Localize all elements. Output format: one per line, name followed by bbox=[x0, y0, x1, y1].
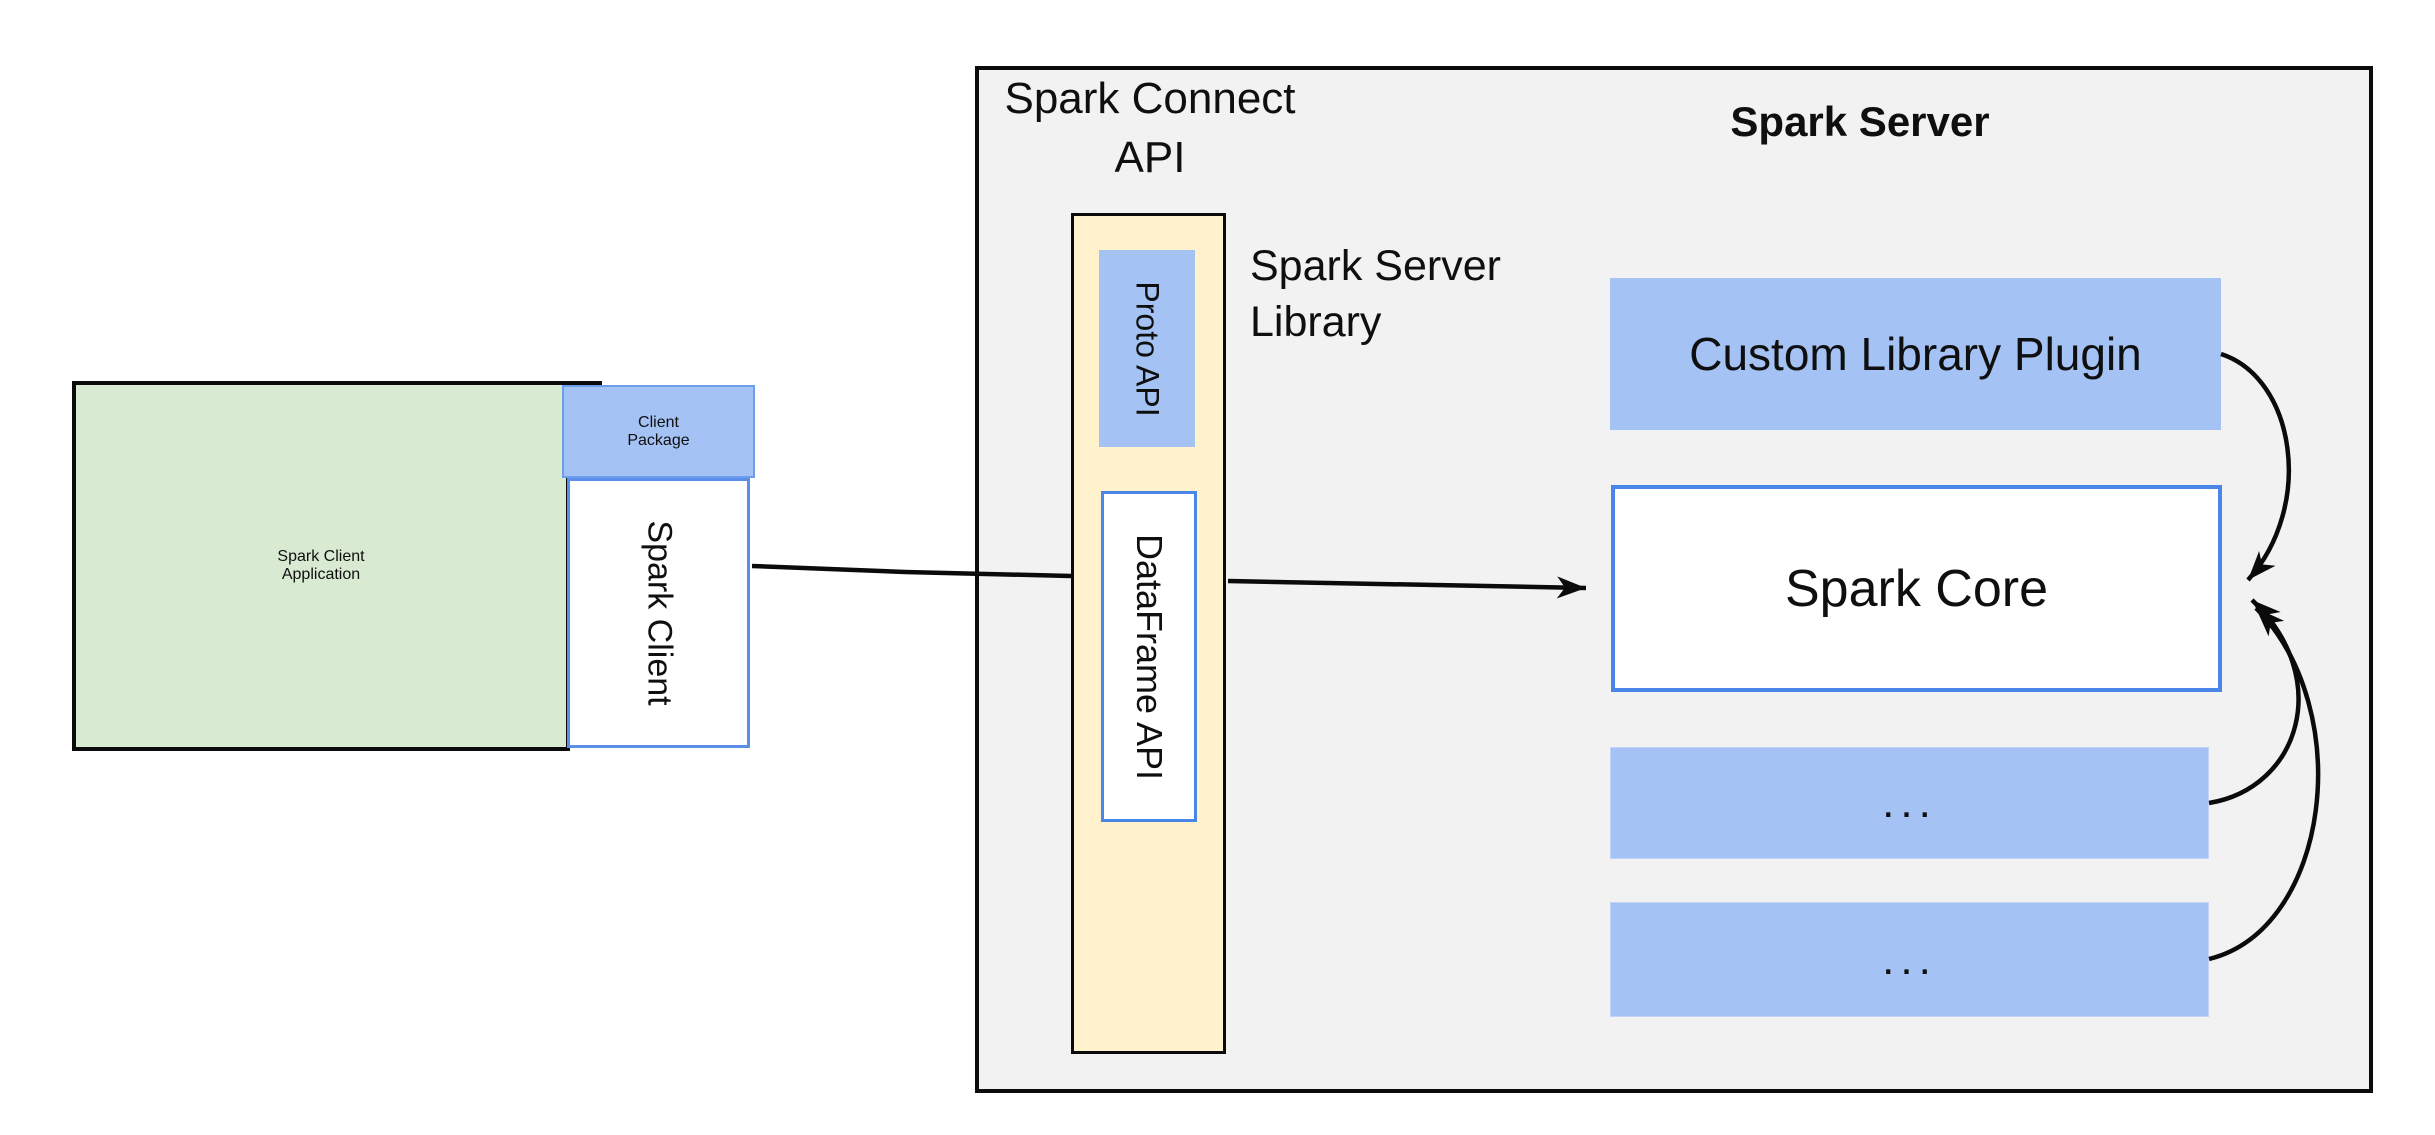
spark-server-library-label: Spark Server Library bbox=[1250, 238, 1580, 358]
spark-connect-api-line2: API bbox=[1114, 133, 1186, 182]
dataframe-api-label: DataFrame API bbox=[1129, 533, 1170, 780]
proto-api-box: Proto API bbox=[1099, 250, 1195, 447]
spark-core-box: Spark Core bbox=[1611, 485, 2222, 692]
client-package-label: Client Package bbox=[627, 414, 689, 450]
spark-server-title: Spark Server bbox=[1730, 98, 1990, 145]
custom-library-plugin-box: Custom Library Plugin bbox=[1610, 278, 2221, 430]
spark-client-label: Spark Client bbox=[640, 520, 678, 706]
spark-client-application-line2: Application bbox=[281, 566, 361, 583]
spark-client-application-label: Spark Client Application bbox=[277, 548, 364, 584]
spark-client-box: Spark Client bbox=[567, 478, 750, 748]
client-package-line2: Package bbox=[627, 431, 690, 449]
spark-connect-api-line1: Spark Connect bbox=[1004, 74, 1296, 123]
spark-server-library-line1: Spark Server bbox=[1250, 242, 1501, 290]
client-package-line1: Client bbox=[638, 413, 679, 431]
spark-connect-api-title: Spark Connect API bbox=[980, 68, 1320, 188]
green-box-border-stub bbox=[562, 381, 602, 385]
dataframe-api-box: DataFrame API bbox=[1101, 491, 1197, 822]
spark-server-library-line2: Library bbox=[1250, 298, 1382, 346]
proto-api-label: Proto API bbox=[1129, 280, 1166, 417]
spark-client-application-box: Spark Client Application bbox=[72, 381, 570, 751]
more-plugins-box-2: ... bbox=[1610, 902, 2209, 1017]
spark-client-application-line1: Spark Client bbox=[277, 548, 365, 565]
client-package-box: Client Package bbox=[562, 385, 755, 478]
more-plugins-box-1: ... bbox=[1610, 747, 2209, 859]
